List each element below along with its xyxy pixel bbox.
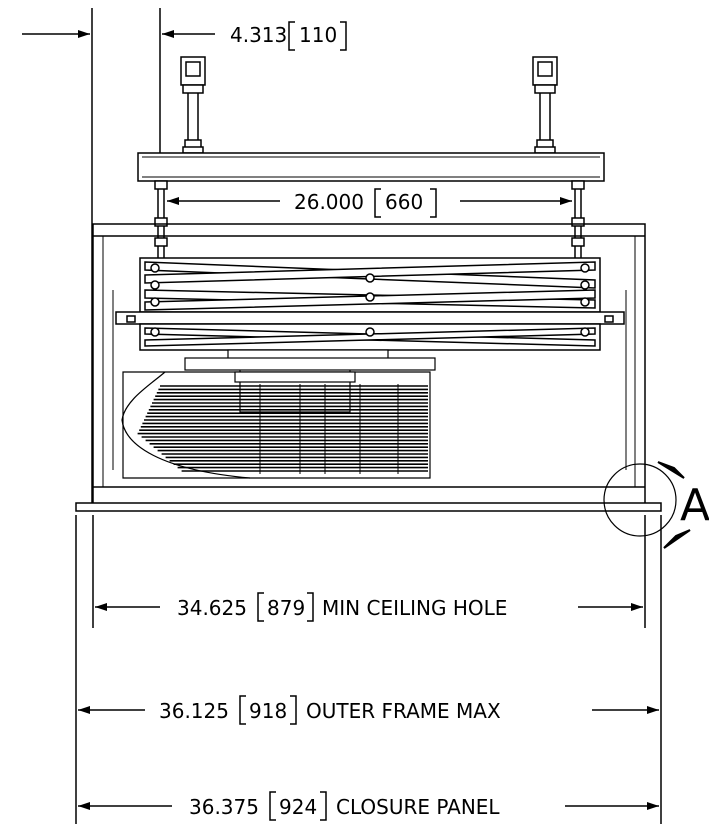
outer-frame-dimension: 36.125 918 OUTER FRAME MAX xyxy=(78,695,659,725)
outer-frame-label: OUTER FRAME MAX xyxy=(306,699,501,723)
closure-panel-dimension: 36.375 924 CLOSURE PANEL xyxy=(78,791,659,821)
closure-panel-label: CLOSURE PANEL xyxy=(336,795,500,819)
span-bracket-close xyxy=(430,188,437,218)
detail-label: A xyxy=(680,480,709,531)
anchor-span-dimension: 26.000 660 xyxy=(167,188,572,218)
offset-value: 4.313 xyxy=(230,23,287,47)
ceiling-hole-bracket-close xyxy=(307,592,314,622)
threaded-rod-left xyxy=(154,180,168,262)
span-metric: 660 xyxy=(385,190,423,214)
closure-panel-bracket-close xyxy=(320,791,327,821)
offset-dimension: 4.313 110 xyxy=(22,8,347,505)
support-beam xyxy=(137,152,605,182)
offset-bracket-close xyxy=(340,21,347,51)
hanger-left xyxy=(180,56,206,154)
lower-extension-lines xyxy=(75,515,662,824)
ceiling-hole-metric: 879 xyxy=(267,596,305,620)
ceiling-hole-value: 34.625 xyxy=(177,596,247,620)
outer-frame-value: 36.125 xyxy=(159,699,229,723)
outer-frame-bracket-close xyxy=(290,695,297,725)
detail-callout: A xyxy=(603,461,709,549)
closure-panel-value: 36.375 xyxy=(189,795,259,819)
housing xyxy=(75,223,662,512)
closure-panel-metric: 924 xyxy=(279,795,317,819)
hanger-right xyxy=(532,56,558,154)
ceiling-hole-label: MIN CEILING HOLE xyxy=(322,596,507,620)
span-bracket-open xyxy=(374,188,381,218)
outer-frame-bracket-open xyxy=(239,695,246,725)
offset-metric: 110 xyxy=(299,23,337,47)
offset-bracket-open xyxy=(288,21,295,51)
scissor-linkage xyxy=(112,257,627,470)
ceiling-hole-dimension: 34.625 879 MIN CEILING HOLE xyxy=(95,592,643,622)
span-value: 26.000 xyxy=(294,190,364,214)
ceiling-hole-bracket-open xyxy=(257,592,264,622)
outer-frame-metric: 918 xyxy=(249,699,287,723)
threaded-rod-right xyxy=(571,180,585,262)
coil-fins xyxy=(137,384,428,474)
coil-assembly xyxy=(121,349,436,479)
closure-panel-bracket-open xyxy=(269,791,276,821)
